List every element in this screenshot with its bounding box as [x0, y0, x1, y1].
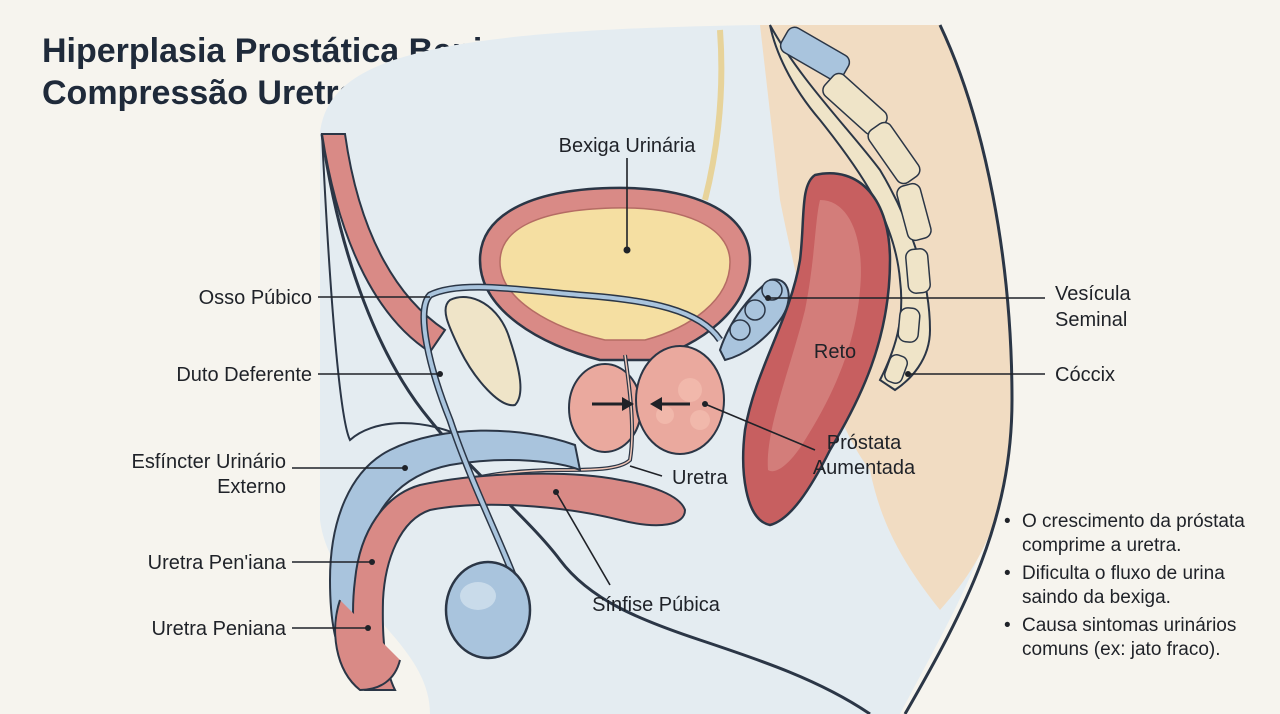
enlarged-prostate — [568, 345, 725, 455]
pubic-bone — [444, 295, 522, 407]
leader-dots — [365, 246, 911, 631]
title-line-2: Compressão Uretral — [42, 74, 368, 112]
label-esfincter-line1: Esfíncter Urinário — [132, 451, 287, 473]
label-coccix: Cóccix — [1055, 364, 1115, 386]
note-item: Dificulta o fluxo de urina saindo da bex… — [1004, 562, 1274, 610]
label-vesicula-line2: Seminal — [1055, 309, 1127, 331]
penile-shaft — [328, 429, 687, 692]
testis — [444, 560, 532, 660]
notes-list: O crescimento da próstata comprime a ure… — [1004, 510, 1274, 666]
label-uretra-peniana-2: Uretra Peniana — [151, 618, 286, 640]
leader-lines — [292, 158, 1045, 629]
spine-sacrum — [769, 24, 932, 392]
note-item: O crescimento da próstata comprime a ure… — [1004, 510, 1274, 558]
body-outline — [320, 24, 1014, 714]
label-bexiga: Bexiga Urinária — [559, 135, 697, 157]
vas-deferens — [420, 283, 723, 582]
label-vesicula-line1: Vesícula — [1055, 283, 1131, 305]
label-duto-deferente: Duto Deferente — [176, 364, 312, 386]
label-uretra-peniana-1: Uretra Pen'iana — [148, 552, 287, 574]
abdominal-wall — [320, 133, 447, 354]
rectum — [742, 172, 892, 527]
label-esfincter-line2: Externo — [217, 476, 286, 498]
label-reto: Reto — [814, 341, 856, 363]
label-prostata-line2: Aumentada — [813, 457, 916, 479]
label-osso-pubico: Osso Púbico — [199, 287, 312, 309]
label-uretra: Uretra — [672, 467, 728, 489]
compression-arrows — [592, 397, 690, 411]
seminal-vesicle — [718, 278, 790, 362]
label-prostata-line1: Próstata — [827, 432, 902, 454]
label-sinfise: Sínfise Púbica — [592, 594, 721, 616]
note-item: Causa sintomas urinários comuns (ex: jat… — [1004, 614, 1274, 662]
